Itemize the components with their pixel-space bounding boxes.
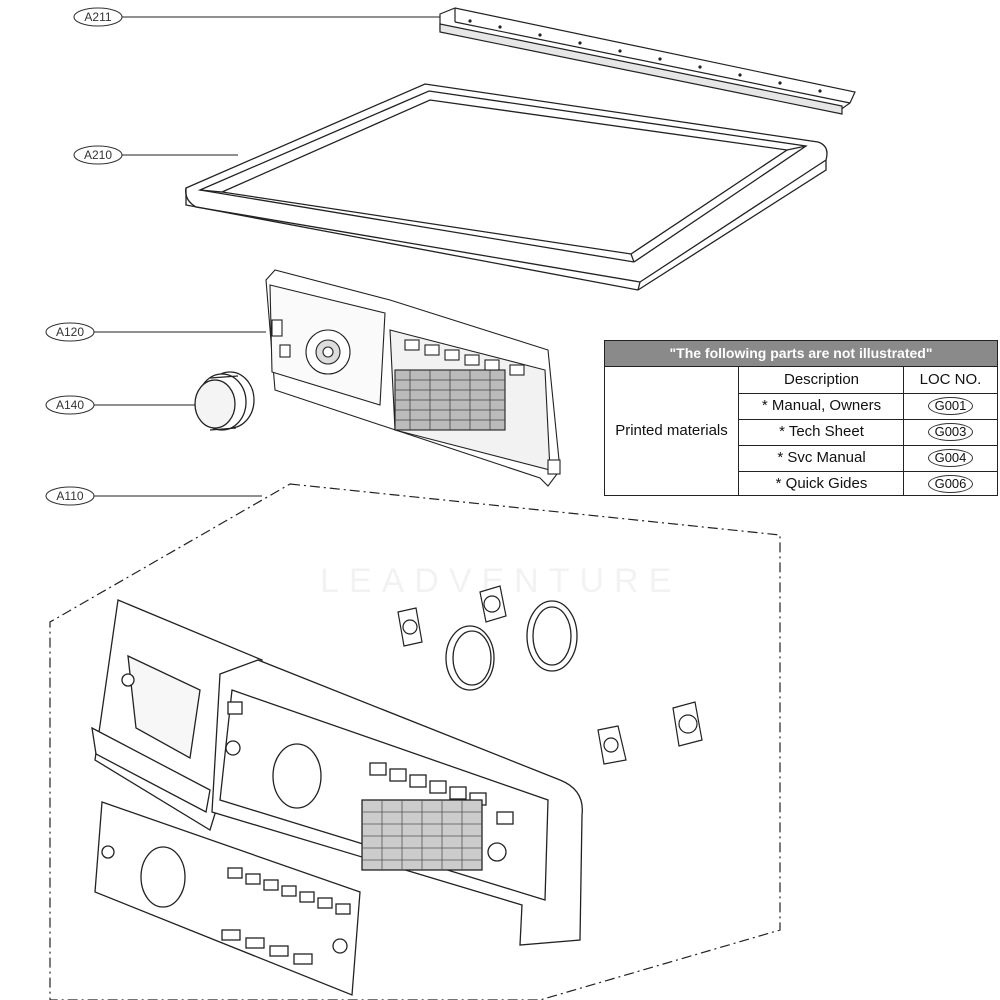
callout-label: A110 (56, 489, 83, 503)
table-row-loc[interactable]: G006 (904, 471, 997, 497)
callout-a110[interactable]: A110 (45, 486, 262, 506)
not-illustrated-parts-table: "The following parts are not illustrated… (604, 340, 998, 496)
callout-a211[interactable]: A211 (73, 7, 440, 27)
encoder-part (397, 607, 423, 647)
callout-label: A140 (56, 398, 84, 412)
column-header-description: Description (783, 371, 860, 388)
control-board-part (265, 269, 561, 487)
table-row-description: * Manual, Owners (761, 397, 882, 414)
knob-part (194, 371, 255, 431)
callout-label: A210 (84, 148, 112, 162)
table-row-loc[interactable]: G001 (904, 393, 997, 419)
table-row-description: * Quick Gides (775, 475, 868, 492)
callout-a120[interactable]: A120 (45, 322, 266, 342)
table-group-label: Printed materials (605, 367, 739, 495)
column-header-loc-no: LOC NO. (919, 371, 982, 388)
table-row-loc[interactable]: G004 (904, 445, 997, 471)
callout-a140[interactable]: A140 (45, 395, 196, 415)
control-panel-assembly-boundary (49, 483, 781, 1000)
front-overlay-panel (94, 801, 361, 996)
table-row-description: * Svc Manual (777, 449, 866, 466)
callout-label: A211 (84, 10, 111, 24)
switch-part (479, 585, 507, 623)
rail-bracket-part (439, 7, 856, 115)
table-title: "The following parts are not illustrated… (605, 341, 997, 367)
control-panel-housing (91, 599, 583, 946)
top-cover-frame-part (185, 83, 828, 291)
callout-a210[interactable]: A210 (73, 145, 238, 165)
ring-part (445, 625, 495, 691)
table-row-description: * Tech Sheet (779, 423, 864, 440)
callout-label: A120 (56, 325, 84, 339)
table-row-loc[interactable]: G003 (904, 419, 997, 445)
switch-part (672, 701, 703, 747)
ring-part (526, 600, 578, 672)
switch-part (597, 725, 627, 765)
